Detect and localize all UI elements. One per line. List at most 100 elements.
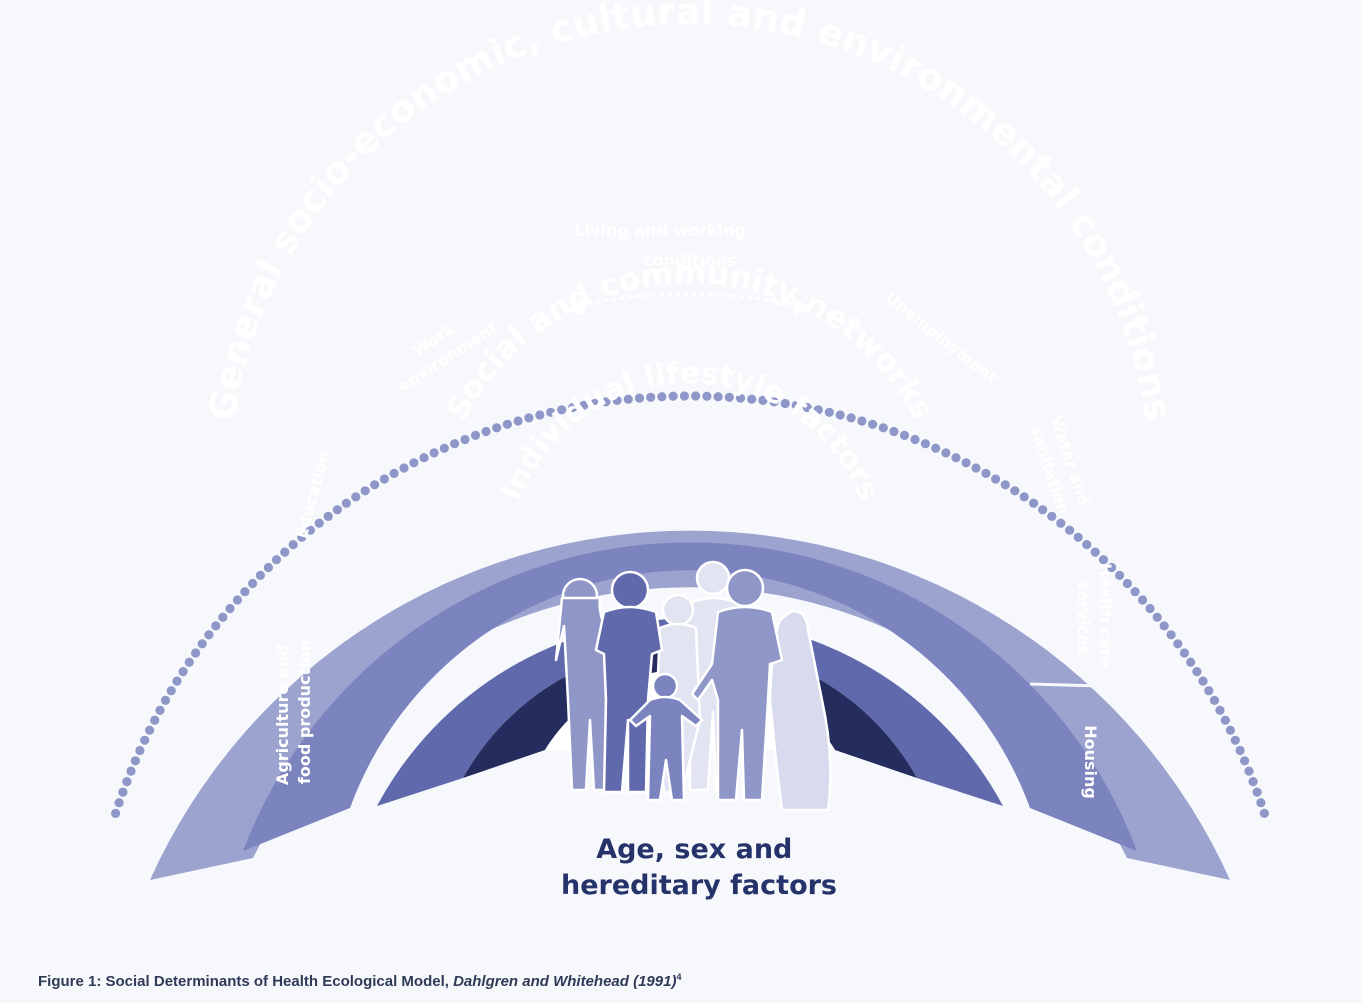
border-dot bbox=[323, 511, 333, 521]
border-dot bbox=[868, 419, 878, 429]
border-dot bbox=[1244, 766, 1254, 776]
segment-divider bbox=[858, 246, 907, 357]
border-dot bbox=[1230, 735, 1240, 745]
segment-label-health: Health care services bbox=[1074, 563, 1115, 673]
border-dot bbox=[1010, 486, 1020, 496]
border-dot bbox=[305, 525, 315, 535]
caption-prefix: Figure 1: Social Determinants of Health … bbox=[38, 973, 454, 990]
family-silhouette-icon bbox=[554, 560, 832, 812]
border-dot bbox=[679, 391, 690, 401]
border-dot bbox=[702, 391, 712, 401]
segment-divider bbox=[211, 563, 356, 587]
border-dot bbox=[791, 400, 801, 410]
border-dot bbox=[646, 392, 656, 402]
border-dot bbox=[191, 648, 201, 658]
border-dot bbox=[160, 695, 171, 706]
border-dot bbox=[513, 416, 523, 426]
segment-divider bbox=[214, 418, 408, 467]
border-dot bbox=[288, 540, 298, 550]
border-dot bbox=[1173, 639, 1183, 649]
border-dot bbox=[111, 808, 121, 819]
border-dot bbox=[351, 492, 361, 502]
border-dot bbox=[1138, 595, 1148, 605]
border-dot bbox=[126, 766, 136, 776]
border-dot bbox=[1179, 648, 1189, 658]
border-dot bbox=[846, 413, 856, 423]
border-dot bbox=[1192, 667, 1202, 677]
border-dot bbox=[166, 686, 176, 696]
border-dot bbox=[502, 419, 512, 429]
border-dot bbox=[601, 397, 611, 407]
border-dot bbox=[218, 612, 228, 622]
border-dot bbox=[981, 468, 991, 478]
border-dot bbox=[857, 416, 867, 426]
border-dot bbox=[1065, 525, 1075, 535]
border-dot bbox=[780, 398, 790, 409]
border-dot bbox=[1204, 686, 1214, 696]
border-dot bbox=[557, 405, 567, 415]
border-dot bbox=[802, 402, 812, 413]
border-dot bbox=[470, 430, 481, 440]
border-dot bbox=[713, 392, 723, 402]
segment-label-agriculture: Agriculture and food production bbox=[273, 639, 314, 785]
border-dot bbox=[1220, 715, 1230, 725]
border-dot bbox=[813, 405, 823, 415]
border-dot bbox=[657, 392, 667, 402]
border-dot bbox=[747, 394, 757, 404]
border-dot bbox=[1240, 756, 1250, 766]
border-dot bbox=[280, 547, 290, 557]
border-dot bbox=[122, 777, 132, 787]
border-dot bbox=[1107, 562, 1117, 573]
border-dot bbox=[961, 458, 971, 468]
border-dot bbox=[1090, 547, 1100, 557]
segment-label-living: Living and working conditions bbox=[574, 221, 751, 270]
border-dot bbox=[140, 735, 150, 745]
border-dot bbox=[1073, 532, 1083, 542]
border-dot bbox=[130, 756, 140, 766]
border-dot bbox=[492, 423, 502, 433]
border-dot bbox=[1082, 540, 1092, 550]
segments-ring bbox=[243, 542, 1137, 851]
border-dot bbox=[399, 463, 409, 473]
border-dot bbox=[971, 463, 981, 473]
border-dot bbox=[1248, 777, 1258, 787]
border-dot bbox=[835, 410, 845, 420]
border-dot bbox=[240, 587, 250, 597]
border-dot bbox=[370, 480, 380, 490]
border-dot bbox=[1098, 555, 1109, 565]
border-dot bbox=[1115, 570, 1125, 581]
double-arrow-icon bbox=[566, 292, 812, 316]
border-dot bbox=[1198, 676, 1208, 686]
border-dot bbox=[546, 407, 556, 417]
border-dot bbox=[118, 787, 128, 797]
border-dot bbox=[1235, 745, 1245, 756]
border-dot bbox=[341, 498, 351, 508]
border-dot bbox=[1145, 603, 1155, 614]
border-dot bbox=[758, 395, 768, 405]
border-dot bbox=[419, 453, 429, 463]
border-dot bbox=[332, 505, 342, 515]
border-dot bbox=[145, 725, 155, 735]
border-dot bbox=[184, 657, 194, 667]
border-dot bbox=[889, 426, 899, 437]
border-dot bbox=[579, 400, 589, 410]
border-dot bbox=[271, 555, 282, 565]
segment-divider bbox=[961, 370, 1056, 449]
border-dot bbox=[263, 562, 273, 573]
border-dot bbox=[1130, 587, 1140, 597]
border-dot bbox=[623, 394, 633, 404]
border-dot bbox=[1159, 621, 1169, 631]
border-dot bbox=[1215, 705, 1225, 715]
border-dot bbox=[1225, 725, 1235, 735]
border-dot bbox=[197, 639, 207, 649]
border-dot bbox=[1047, 511, 1057, 521]
border-dot bbox=[878, 423, 888, 433]
border-dot bbox=[612, 395, 622, 405]
border-dot bbox=[1252, 787, 1262, 797]
border-dot bbox=[314, 518, 324, 528]
border-dot bbox=[429, 448, 439, 458]
border-dot bbox=[409, 458, 419, 468]
social-ring-label: Social and community networks bbox=[439, 255, 940, 426]
border-dot bbox=[232, 595, 242, 605]
border-dot bbox=[1209, 695, 1220, 706]
